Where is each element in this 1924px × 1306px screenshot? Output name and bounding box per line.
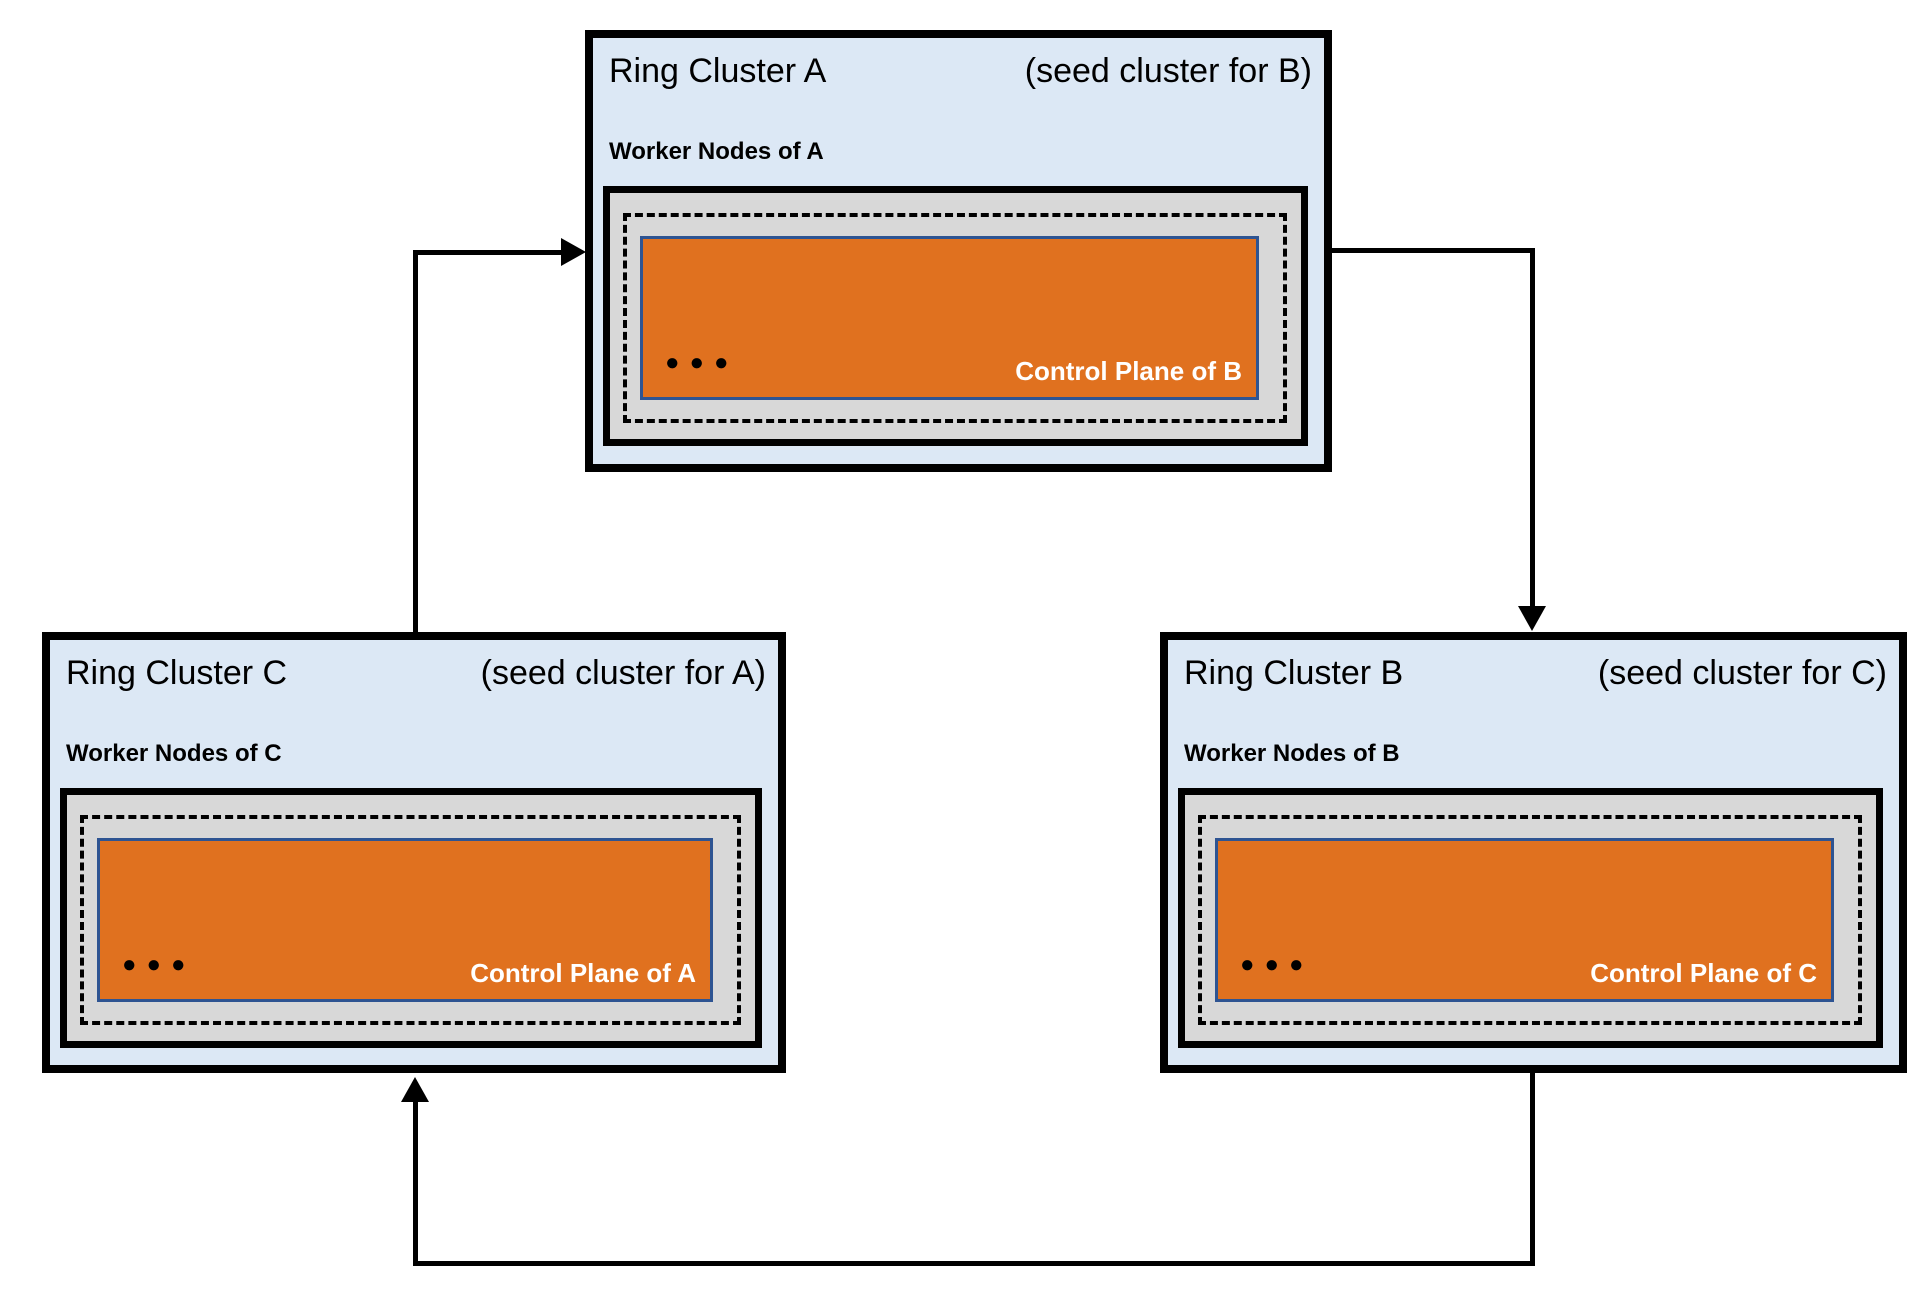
cluster-b: Ring Cluster B (seed cluster for C) Work…: [1160, 632, 1907, 1073]
cluster-c: Ring Cluster C (seed cluster for A) Work…: [42, 632, 786, 1073]
edge-a-to-b-arrowhead-icon: [1518, 606, 1546, 631]
cluster-b-dashed-boundary: ●●● Control Plane of C: [1198, 815, 1862, 1025]
cluster-a: Ring Cluster A (seed cluster for B) Work…: [585, 30, 1332, 472]
cluster-c-worker-nodes-box: ●●● Control Plane of A: [60, 788, 762, 1048]
cluster-b-title: Ring Cluster B: [1184, 654, 1404, 692]
cluster-c-control-plane-box: ●●● Control Plane of A: [97, 838, 713, 1002]
cluster-a-control-plane-row: ●●● Control Plane of B: [643, 351, 1256, 397]
cluster-c-worker-nodes-label: Worker Nodes of C: [66, 740, 282, 767]
cluster-c-subtitle: (seed cluster for A): [480, 654, 766, 692]
cluster-b-title-row: Ring Cluster B (seed cluster for C): [1184, 652, 1887, 695]
cluster-b-control-plane-box: ●●● Control Plane of C: [1215, 838, 1834, 1002]
cluster-b-control-plane-row: ●●● Control Plane of C: [1218, 953, 1831, 999]
cluster-a-worker-nodes-label: Worker Nodes of A: [609, 138, 824, 165]
edge-c-to-a-horizontal-line: [413, 250, 563, 255]
edge-a-to-b-horizontal-line: [1332, 248, 1535, 253]
cluster-b-control-plane-label: Control Plane of C: [1590, 958, 1817, 989]
ellipsis-icon: ●●●: [665, 349, 739, 376]
cluster-c-control-plane-label: Control Plane of A: [470, 958, 696, 989]
edge-b-to-c-horizontal-line: [413, 1261, 1535, 1266]
cluster-c-control-plane-row: ●●● Control Plane of A: [100, 953, 710, 999]
ellipsis-icon: ●●●: [122, 951, 196, 978]
ellipsis-icon: ●●●: [1240, 951, 1314, 978]
cluster-b-subtitle: (seed cluster for C): [1597, 654, 1887, 692]
cluster-a-worker-nodes-box: ●●● Control Plane of B: [603, 186, 1308, 446]
cluster-b-worker-nodes-label: Worker Nodes of B: [1184, 740, 1400, 767]
edge-b-to-c-vertical-line-2: [413, 1099, 418, 1266]
edge-c-to-a-arrowhead-icon: [561, 238, 586, 266]
cluster-c-title: Ring Cluster C: [66, 654, 288, 692]
cluster-a-title-row: Ring Cluster A (seed cluster for B): [609, 50, 1312, 93]
cluster-c-title-row: Ring Cluster C (seed cluster for A): [66, 652, 766, 695]
cluster-a-control-plane-label: Control Plane of B: [1015, 356, 1242, 387]
cluster-c-dashed-boundary: ●●● Control Plane of A: [80, 815, 741, 1025]
cluster-a-control-plane-box: ●●● Control Plane of B: [640, 236, 1259, 400]
edge-b-to-c-vertical-line-1: [1530, 1073, 1535, 1266]
cluster-a-subtitle: (seed cluster for B): [1024, 52, 1312, 90]
edge-b-to-c-arrowhead-icon: [401, 1077, 429, 1102]
edge-c-to-a-vertical-line: [413, 250, 418, 632]
cluster-a-dashed-boundary: ●●● Control Plane of B: [623, 213, 1287, 423]
cluster-b-worker-nodes-box: ●●● Control Plane of C: [1178, 788, 1883, 1048]
cluster-a-title: Ring Cluster A: [609, 52, 827, 90]
edge-a-to-b-vertical-line: [1530, 248, 1535, 608]
